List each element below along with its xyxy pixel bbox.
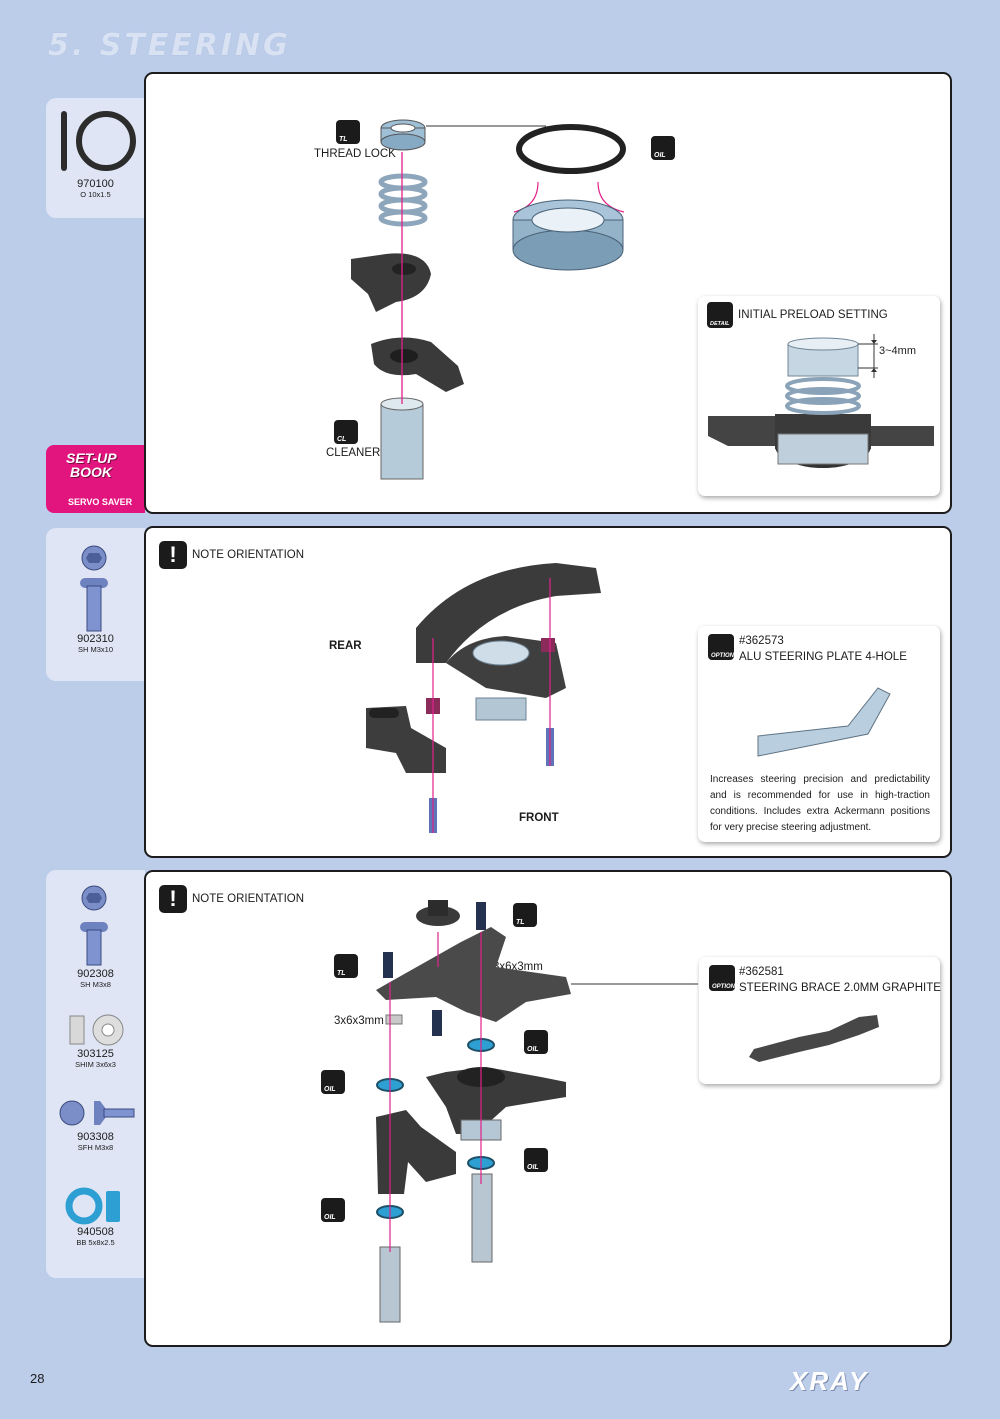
cleaner-label: CLEANER — [326, 447, 381, 459]
thread-lock-icon: TL — [513, 903, 537, 927]
section-title: 5. STEERING — [48, 28, 291, 63]
tl-icon-text: TL — [339, 136, 348, 143]
alu-steering-plate-drawing — [757, 687, 891, 757]
part-desc: SH M3x8 — [80, 980, 111, 989]
note-exclamation-icon: ! — [159, 885, 187, 913]
parts-sidebar-2: 902310 SH M3x10 — [46, 528, 145, 681]
servo-saver-exploded-drawing — [351, 119, 626, 480]
option-description: Increases steering precision and predict… — [710, 774, 930, 833]
part-desc: SFH M3x8 — [77, 1143, 114, 1152]
brand-logo: XRAY — [790, 1366, 869, 1396]
thread-lock-icon: TL — [336, 120, 360, 144]
oil-icon: OIL — [651, 136, 675, 160]
part-303125: 303125 SHIM 3x6x3 — [46, 1008, 145, 1069]
thread-lock-icon: TL — [334, 954, 358, 978]
part-code: 303125 — [77, 1048, 114, 1060]
socket-head-screw-icon — [80, 545, 108, 632]
ball-bearing-icon — [65, 1187, 120, 1225]
tl-icon-text: TL — [337, 970, 346, 977]
option-part-number: #362581 — [739, 966, 784, 978]
setup-book-line1: SET-UP — [66, 450, 117, 466]
steering-plate-drawing — [366, 563, 601, 833]
note-exclamation-icon: ! — [159, 541, 187, 569]
part-code: 902308 — [77, 968, 114, 980]
part-code: 902310 — [77, 633, 114, 645]
oil-icon-text: OIL — [324, 1086, 336, 1093]
step-panel-3: ! NOTE ORIENTATION 3x6x3mm 3x6x3mm TL TL… — [144, 870, 952, 1347]
part-970100: 970100 O 10x1.5 — [46, 103, 145, 199]
steering-brace-exploded-drawing — [376, 900, 698, 1323]
setup-book-title: SET-UP BOOK — [66, 451, 117, 479]
parts-sidebar-3: 902308 SH M3x8 303125 SHIM 3x6x3 903308 … — [46, 870, 145, 1278]
detail-icon: DETAIL — [707, 302, 733, 328]
parts-sidebar-1: 970100 O 10x1.5 — [46, 98, 145, 218]
part-desc: SH M3x10 — [77, 645, 113, 654]
part-940508: 940508 BB 5x8x2.5 — [46, 1186, 145, 1247]
page-number: 28 — [30, 1371, 45, 1386]
option-thumbs-up-icon: OPTION — [708, 634, 734, 660]
part-code: 940508 — [77, 1226, 114, 1238]
detail-title: INITIAL PRELOAD SETTING — [738, 309, 888, 321]
option-icon-text: OPTION — [712, 984, 736, 990]
option-icon-text: OPTION — [711, 653, 735, 659]
oil-icon-text: OIL — [527, 1164, 539, 1171]
step-panel-1: TL THREAD LOCK OIL CL CLEANER — [144, 72, 952, 514]
setup-book-caption: SERVO SAVER — [68, 497, 133, 507]
option-inset-362573: OPTION #362573 ALU STEERING PLATE 4-HOLE… — [698, 626, 940, 842]
part-902310: 902310 SH M3x10 — [46, 538, 145, 654]
option-title: ALU STEERING PLATE 4-HOLE — [739, 651, 907, 663]
part-desc: BB 5x8x2.5 — [76, 1238, 115, 1247]
preload-detail-drawing — [708, 334, 934, 468]
flat-head-screw-icon — [59, 1100, 135, 1126]
note-orientation-label: NOTE ORIENTATION — [192, 893, 305, 905]
tl-icon-text: TL — [516, 919, 525, 926]
option-thumbs-up-icon: OPTION — [709, 965, 735, 991]
part-902308: 902308 SH M3x8 — [46, 878, 145, 989]
cleaner-icon: CL — [334, 420, 358, 444]
part-desc: O 10x1.5 — [80, 190, 111, 199]
part-903308: 903308 SFH M3x8 — [46, 1095, 145, 1152]
option-part-number: #362573 — [739, 635, 784, 647]
preload-dimension: 3~4mm — [879, 345, 916, 357]
front-label: FRONT — [519, 812, 559, 824]
oil-icon-text: OIL — [527, 1046, 539, 1053]
oil-icon: OIL — [524, 1148, 548, 1172]
cl-icon-text: CL — [337, 436, 347, 443]
oil-icon: OIL — [321, 1198, 345, 1222]
step-panel-2: ! NOTE ORIENTATION REAR FRONT OPTION #36… — [144, 526, 952, 858]
option-title: STEERING BRACE 2.0MM GRAPHITE — [739, 982, 941, 994]
part-code: 970100 — [77, 178, 114, 190]
graphite-steering-brace-drawing — [749, 1015, 879, 1062]
socket-head-screw-icon — [80, 885, 108, 966]
shim-icon — [69, 1014, 124, 1046]
part-desc: SHIM 3x6x3 — [75, 1060, 116, 1069]
thread-lock-label: THREAD LOCK — [314, 148, 396, 160]
oil-icon-text: OIL — [654, 152, 666, 159]
o-ring-icon — [61, 111, 136, 171]
oil-icon: OIL — [321, 1070, 345, 1094]
oil-icon-text: OIL — [324, 1214, 336, 1221]
setup-book-tab[interactable]: SET-UP BOOK SERVO SAVER — [46, 445, 145, 513]
rear-label: REAR — [329, 640, 362, 652]
setup-book-line2: BOOK — [70, 464, 112, 480]
detail-icon-text: DETAIL — [710, 321, 730, 327]
note-orientation-label: NOTE ORIENTATION — [192, 549, 305, 561]
part-code: 903308 — [77, 1131, 114, 1143]
detail-inset-preload: DETAIL INITIAL PRELOAD SETTING 3~4mm — [698, 296, 940, 496]
oil-icon: OIL — [524, 1030, 548, 1054]
option-inset-362581: OPTION #362581 STEERING BRACE 2.0MM GRAP… — [699, 957, 941, 1084]
shim-label-lower: 3x6x3mm — [334, 1015, 384, 1027]
